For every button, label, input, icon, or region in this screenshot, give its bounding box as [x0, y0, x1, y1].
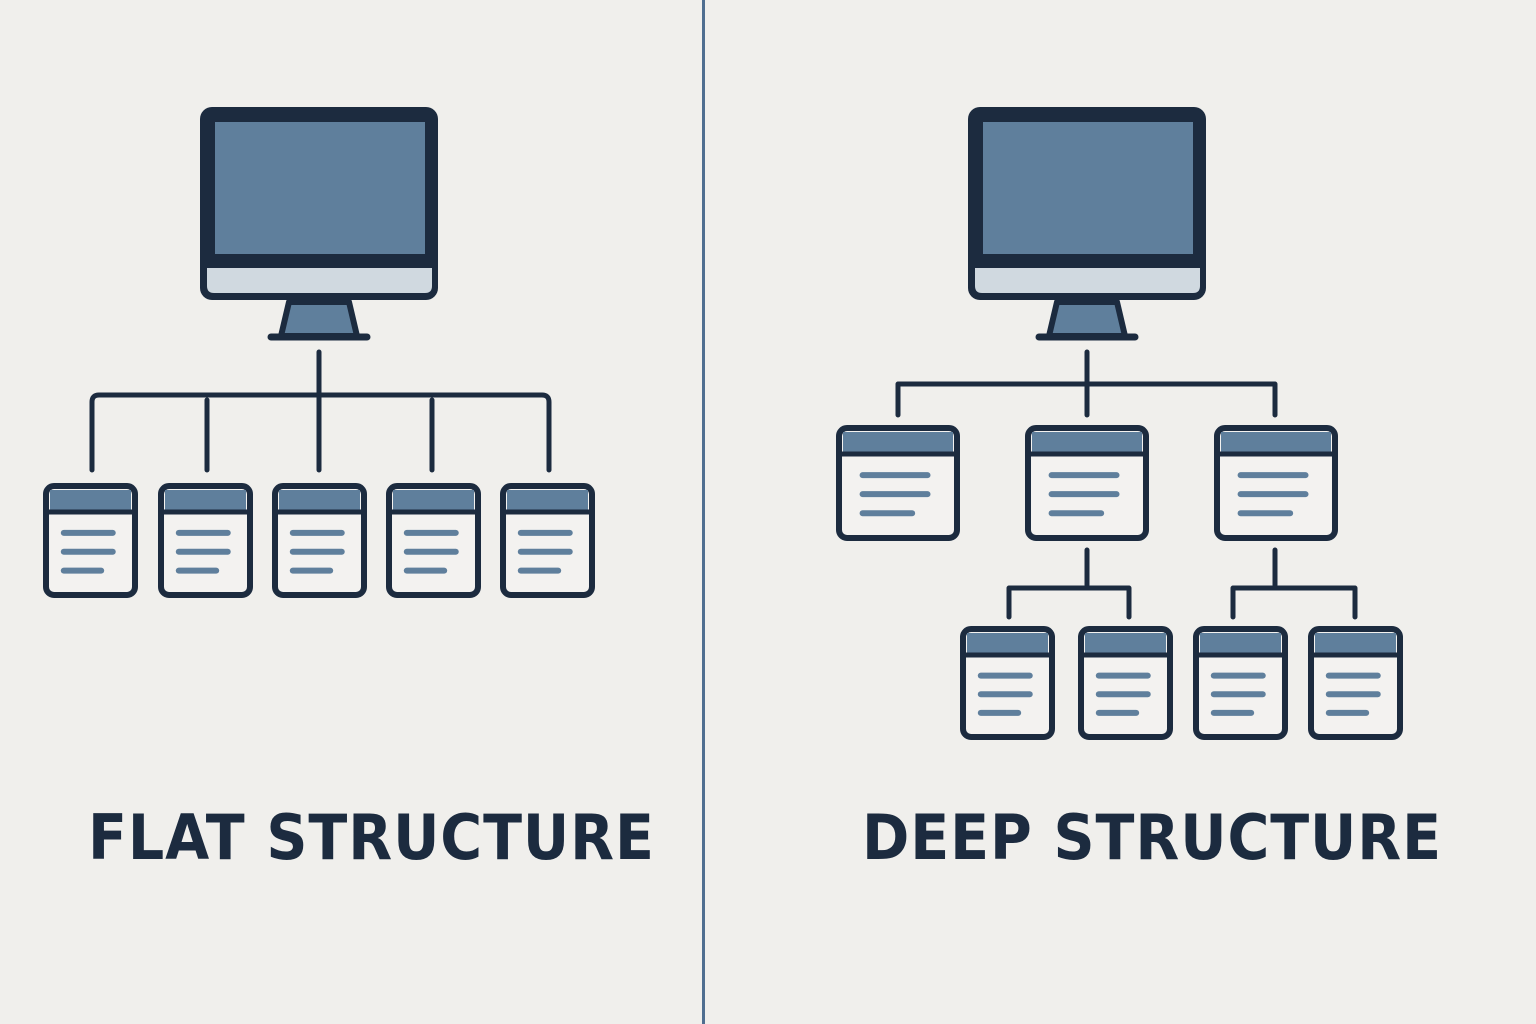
- deep-branch-connector: [895, 381, 1278, 418]
- flat-structure-label: FLAT STRUCTURE: [88, 801, 655, 874]
- deep-child-node-3: [1214, 425, 1338, 541]
- deep-sub-branch-3: [1230, 585, 1358, 620]
- deep-grandchild-node-4: [1308, 626, 1403, 740]
- deep-grandchild-node-1: [960, 626, 1055, 740]
- deep-grandchild-node-3: [1193, 626, 1288, 740]
- monitor-chin: [207, 268, 432, 293]
- deep-child-node-2: [1025, 425, 1149, 541]
- flat-child-node-2: [158, 483, 253, 598]
- flat-root-monitor: [200, 107, 438, 341]
- panel-divider: [702, 0, 705, 1024]
- monitor-screen: [983, 122, 1193, 254]
- deep-child-node-1: [836, 425, 960, 541]
- monitor-stand: [278, 299, 360, 339]
- node-titlebar: [1221, 432, 1331, 452]
- node-titlebar: [967, 633, 1048, 653]
- monitor-screen: [215, 122, 425, 254]
- node-titlebar: [507, 490, 588, 510]
- node-titlebar: [1315, 633, 1396, 653]
- node-titlebar: [1032, 432, 1142, 452]
- node-titlebar: [1085, 633, 1166, 653]
- node-titlebar: [1200, 633, 1281, 653]
- deep-structure-label: DEEP STRUCTURE: [862, 801, 1443, 874]
- flat-child-node-3: [272, 483, 367, 598]
- node-titlebar: [393, 490, 474, 510]
- node-titlebar: [165, 490, 246, 510]
- deep-grandchild-node-2: [1078, 626, 1173, 740]
- node-titlebar: [843, 432, 953, 452]
- node-titlebar: [50, 490, 131, 510]
- monitor-stand: [1046, 299, 1128, 339]
- deep-sub-branch-2: [1006, 585, 1132, 620]
- deep-root-monitor: [968, 107, 1206, 341]
- flat-child-node-1: [43, 483, 138, 598]
- flat-child-node-4: [386, 483, 481, 598]
- flat-branch-connector: [89, 392, 552, 473]
- node-titlebar: [279, 490, 360, 510]
- flat-child-node-5: [500, 483, 595, 598]
- monitor-chin: [975, 268, 1200, 293]
